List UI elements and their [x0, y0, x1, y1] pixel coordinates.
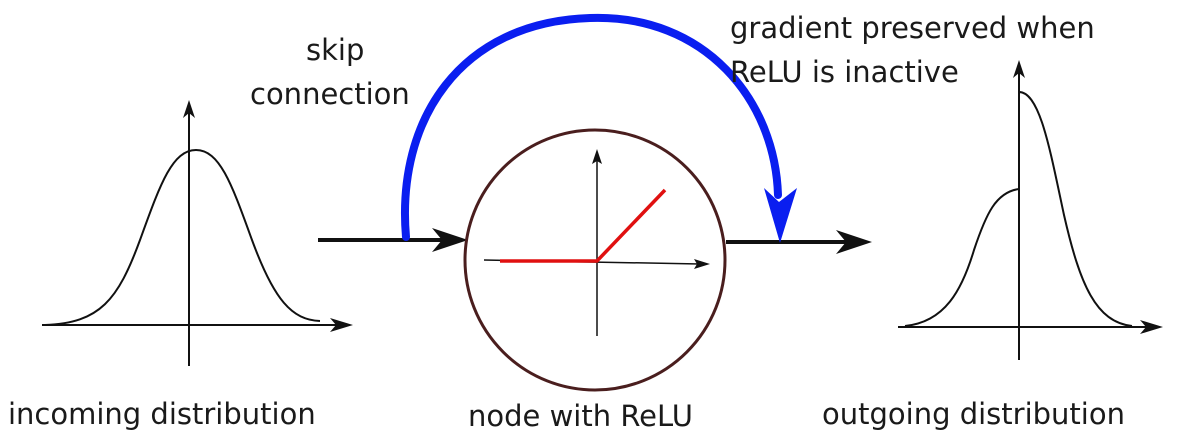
node-circle — [463, 128, 727, 392]
outgoing-x-arrowhead — [1140, 320, 1163, 334]
relu-curve — [500, 188, 667, 263]
gradient-label-line1: gradient preserved when — [730, 11, 1095, 45]
input-arrow — [318, 228, 468, 252]
outgoing-skewed-curve — [904, 91, 1133, 327]
incoming-bell-curve — [44, 148, 321, 326]
skip-label-line2: connection — [250, 77, 410, 111]
node-label: node with ReLU — [468, 399, 693, 433]
output-arrow — [726, 230, 872, 254]
incoming-x-arrowhead — [330, 318, 353, 332]
gradient-label-line2: ReLU is inactive — [730, 55, 959, 89]
output-arrowhead — [836, 230, 872, 254]
incoming-distribution-label: incoming distribution — [8, 397, 316, 431]
skip-arc — [401, 13, 782, 241]
relu-x-arrowhead — [694, 259, 710, 269]
input-arrowhead — [432, 228, 468, 252]
outgoing-y-arrowhead — [1013, 60, 1025, 78]
incoming-y-arrowhead — [183, 100, 195, 118]
outgoing-distribution-label: outgoing distribution — [822, 397, 1125, 431]
skip-arrowhead — [764, 188, 797, 243]
skip-connection-arrow — [401, 13, 797, 243]
incoming-distribution-plot — [42, 100, 353, 366]
relu-y-arrowhead — [592, 149, 602, 164]
outgoing-distribution-plot — [898, 60, 1163, 360]
relu-node — [463, 128, 727, 392]
skip-label-line1: skip — [306, 33, 365, 67]
